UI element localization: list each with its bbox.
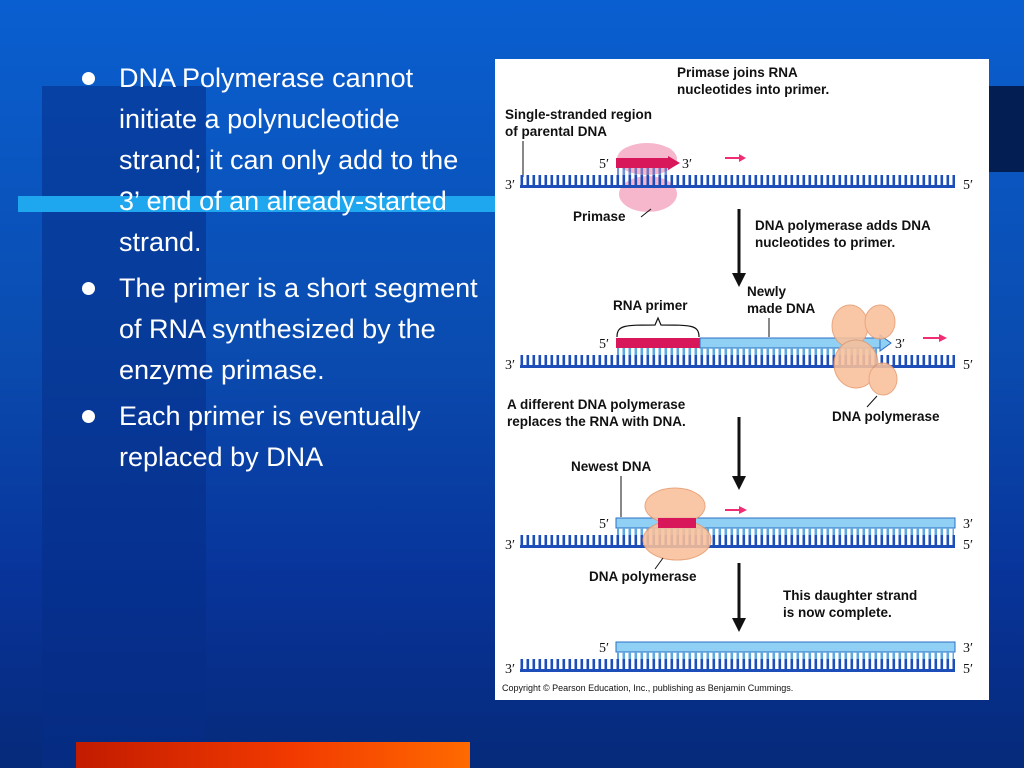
new-dna-ticks	[617, 348, 879, 355]
label-polymerase-adds: DNA polymerase adds DNA	[755, 218, 931, 233]
primer-ticks	[617, 168, 667, 175]
bullet-dot-icon	[82, 410, 95, 423]
bullet-text: DNA Polymerase cannot initiate a polynuc…	[119, 63, 459, 257]
panel-primer-replacement: Newest DNA 5′ 3′ 3′ 5′ DNA polymerase	[505, 459, 973, 584]
end-5: 5′	[963, 178, 973, 193]
parental-ticks	[520, 175, 955, 187]
end-5: 5′	[599, 157, 609, 172]
rna-primer-segment	[616, 338, 700, 348]
bullet-item: DNA Polymerase cannot initiate a polynuc…	[78, 58, 480, 263]
label-newly-made-2: made DNA	[747, 301, 816, 316]
label-newly-made: Newly	[747, 284, 787, 299]
primer-brace	[616, 316, 700, 338]
panel-polymerase-extends: RNA primer Newly made DNA 5′ 3′ 3′ 5′ DN…	[505, 284, 973, 424]
decorative-block	[988, 86, 1024, 172]
bullet-item: The primer is a short segment of RNA syn…	[78, 268, 480, 391]
new-dna-ticks	[617, 528, 954, 535]
dna-replication-diagram: Primase joins RNA nucleotides into prime…	[495, 59, 989, 700]
step-arrow	[732, 563, 746, 632]
dna-polymerase-blob	[831, 304, 898, 396]
direction-arrowhead	[739, 506, 747, 514]
parental-strand	[520, 545, 955, 548]
label-newest-dna: Newest DNA	[571, 459, 652, 474]
end-5: 5′	[963, 358, 973, 373]
panel-complete-strand: 5′ 3′ 3′ 5′	[505, 641, 973, 677]
parental-ticks	[520, 659, 955, 671]
leader-line	[654, 557, 664, 570]
bullet-dot-icon	[82, 282, 95, 295]
parental-strand	[520, 669, 955, 672]
end-3: 3′	[505, 538, 515, 553]
end-3: 3′	[895, 337, 905, 352]
decorative-bottom-bar	[76, 742, 470, 768]
rna-primer-remnant	[658, 518, 696, 528]
panel-primase: Primase joins RNA nucleotides into prime…	[505, 65, 973, 224]
label-different-polymerase: A different DNA polymerase	[507, 397, 686, 412]
label-dna-polymerase: DNA polymerase	[589, 569, 697, 584]
bullet-list: DNA Polymerase cannot initiate a polynuc…	[78, 58, 480, 483]
end-5: 5′	[599, 337, 609, 352]
label-different-polymerase-2: replaces the RNA with DNA.	[507, 414, 686, 429]
end-5: 5′	[963, 538, 973, 553]
label-rna-primer: RNA primer	[613, 298, 688, 313]
primer-arrowhead	[668, 156, 680, 170]
label-single-stranded: Single-stranded region	[505, 107, 652, 122]
label-daughter-complete-2: is now complete.	[783, 605, 892, 620]
leader-line	[640, 208, 652, 218]
step-arrow	[732, 417, 746, 490]
bullet-item: Each primer is eventually replaced by DN…	[78, 396, 480, 478]
bullet-text: The primer is a short segment of RNA syn…	[119, 273, 478, 385]
parental-strand	[520, 185, 955, 188]
end-3: 3′	[505, 662, 515, 677]
label-single-stranded-2: of parental DNA	[505, 124, 607, 139]
end-5: 5′	[963, 662, 973, 677]
leader-line	[866, 395, 878, 408]
bullet-text: Each primer is eventually replaced by DN…	[119, 401, 421, 472]
end-3: 3′	[682, 157, 692, 172]
direction-arrowhead	[939, 334, 947, 342]
direction-arrowhead	[739, 154, 746, 162]
label-polymerase-adds-2: nucleotides to primer.	[755, 235, 895, 250]
label-dna-polymerase: DNA polymerase	[832, 409, 940, 424]
end-5: 5′	[599, 517, 609, 532]
new-dna-segment	[615, 641, 956, 653]
end-5: 5′	[599, 641, 609, 656]
dna-polymerase-blob	[642, 487, 712, 561]
end-3: 3′	[505, 178, 515, 193]
parental-ticks	[520, 535, 955, 547]
bullet-dot-icon	[82, 72, 95, 85]
end-3: 3′	[505, 358, 515, 373]
label-daughter-complete: This daughter strand	[783, 588, 917, 603]
label-primase-joins-2: nucleotides into primer.	[677, 82, 829, 97]
label-primase: Primase	[573, 209, 626, 224]
new-dna-ticks	[617, 652, 954, 659]
end-3: 3′	[963, 517, 973, 532]
decorative-bar	[18, 196, 518, 212]
copyright-text: Copyright © Pearson Education, Inc., pub…	[502, 683, 793, 693]
step-arrow	[732, 209, 746, 287]
rna-primer-segment	[616, 158, 668, 168]
parental-strand	[520, 365, 955, 368]
end-3: 3′	[963, 641, 973, 656]
label-primase-joins: Primase joins RNA	[677, 65, 798, 80]
